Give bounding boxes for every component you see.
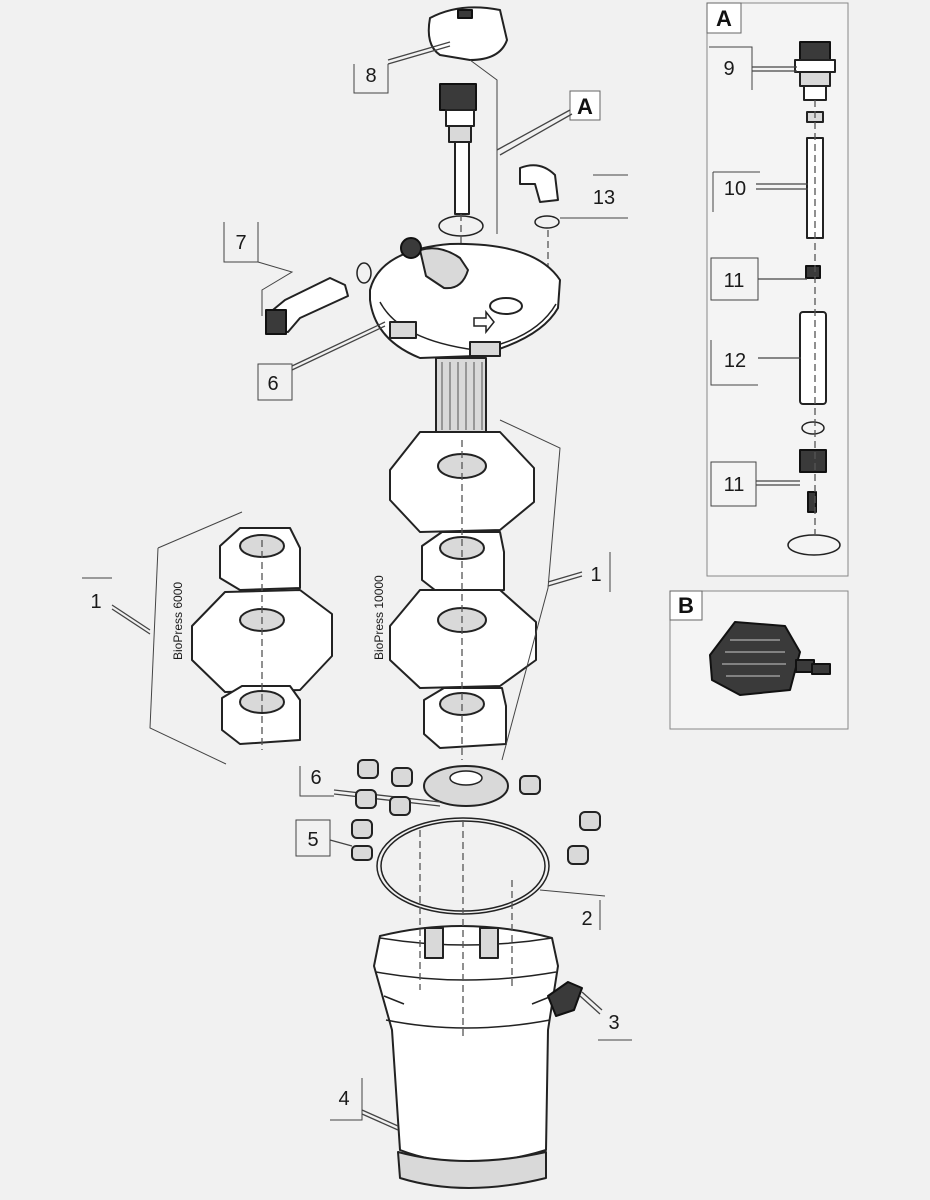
callout-10: 10 [724,178,746,200]
callout-a-main: A [577,94,593,119]
callout-1-left: 1 [90,591,101,613]
callout-2: 2 [581,908,592,930]
locking-clip-part [547,981,583,1017]
uvc-lamp-part [799,311,827,405]
inset-b-title: B [678,593,694,618]
uvc-head-part [794,41,836,123]
screw-part [807,491,817,513]
callout-6-top: 6 [267,373,278,395]
gasket-ring-part [787,534,841,556]
separator-ring-part [423,765,509,807]
callout-9: 9 [723,58,734,80]
callout-7: 7 [235,232,246,254]
callout-8: 8 [365,65,376,87]
callout-13: 13 [593,187,615,209]
callout-1-right: 1 [590,564,601,586]
callout-12: 12 [724,350,746,372]
callout-3: 3 [608,1012,619,1034]
callout-4: 4 [338,1088,349,1110]
callout-11-bottom: 11 [724,474,745,496]
nut-part [799,449,827,473]
filter-housing-part [373,925,559,1189]
uvc-cover-part [427,6,508,61]
media-label-10000: BioPress 10000 [372,575,386,660]
inset-a-panel: A 9 10 11 12 [706,2,849,577]
clip-part-top [805,265,821,279]
callout-6-mid: 6 [310,767,321,789]
uvc-unit-part [438,83,484,237]
callout-5: 5 [307,829,318,851]
filter-lid-part [369,237,561,435]
inset-a-title: A [716,6,732,31]
bio-media-balls-part [351,759,601,865]
hose-connector-part [265,262,372,335]
callout-11-top: 11 [724,270,745,292]
o-ring-part [801,421,825,435]
elbow-connector-part [519,164,560,229]
media-label-6000: BioPress 6000 [171,582,185,660]
inset-b-panel: B [669,590,849,730]
media-stack-biopress-6000 [191,527,333,750]
pump-part [709,621,831,696]
media-stack-biopress-10000 [389,431,537,760]
